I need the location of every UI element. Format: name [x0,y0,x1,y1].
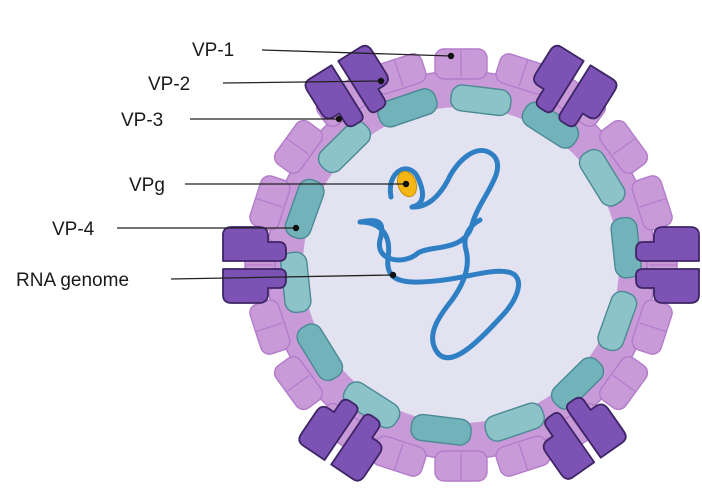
vp3-subunit [317,120,372,174]
vp1-subunit [631,175,673,231]
vp3-label: VP-3 [121,110,163,131]
vp1-subunit [599,119,649,174]
vpg-label: VPg [129,175,165,196]
vp1-subunit [273,119,323,174]
vp2-subunit [542,396,627,480]
vp2-subunit [298,398,383,482]
vp3-subunit [597,290,638,352]
vp1-subunit [434,450,488,482]
vp3-subunit [284,178,325,240]
rna-leader-line [170,274,394,280]
rna-genome-strand [357,148,521,361]
vp3-subunit [450,84,512,117]
vp2-subunit [533,44,618,128]
vp2-leader-line [222,80,382,84]
vp3-subunit [484,402,545,442]
vp2-pointer-dot [377,77,385,85]
vp2-protrusion-ring [222,44,700,482]
vp3-subunit-ring [280,84,642,446]
vp3-subunit [410,413,472,446]
vpg-pointer-dot [402,180,410,188]
vp1-subunit [599,356,649,411]
vp3-subunit [578,148,626,207]
vp4-pointer-dot [292,224,300,232]
vp3-pointer-dot [335,115,343,123]
vp2-subunit [304,44,389,128]
vp3-subunit [377,88,438,128]
rna-pointer-dot [389,271,397,279]
vp2-label: VP-2 [148,74,190,95]
vp3-subunit [296,323,344,382]
vp3-subunit [521,101,580,149]
rna-genome-label: RNA genome [16,270,129,291]
vp2-subunit [635,226,700,304]
vp1-subunit [273,356,323,411]
leader-lines [117,49,455,280]
vp3-subunit [550,356,605,410]
vp1-label: VP-1 [192,40,234,61]
vp1-leader-line [261,49,452,57]
capsid-interior [303,107,619,423]
vp1-pointer-dot [447,52,455,60]
vp4-label: VP-4 [52,219,95,240]
vp1-subunit [434,48,488,80]
